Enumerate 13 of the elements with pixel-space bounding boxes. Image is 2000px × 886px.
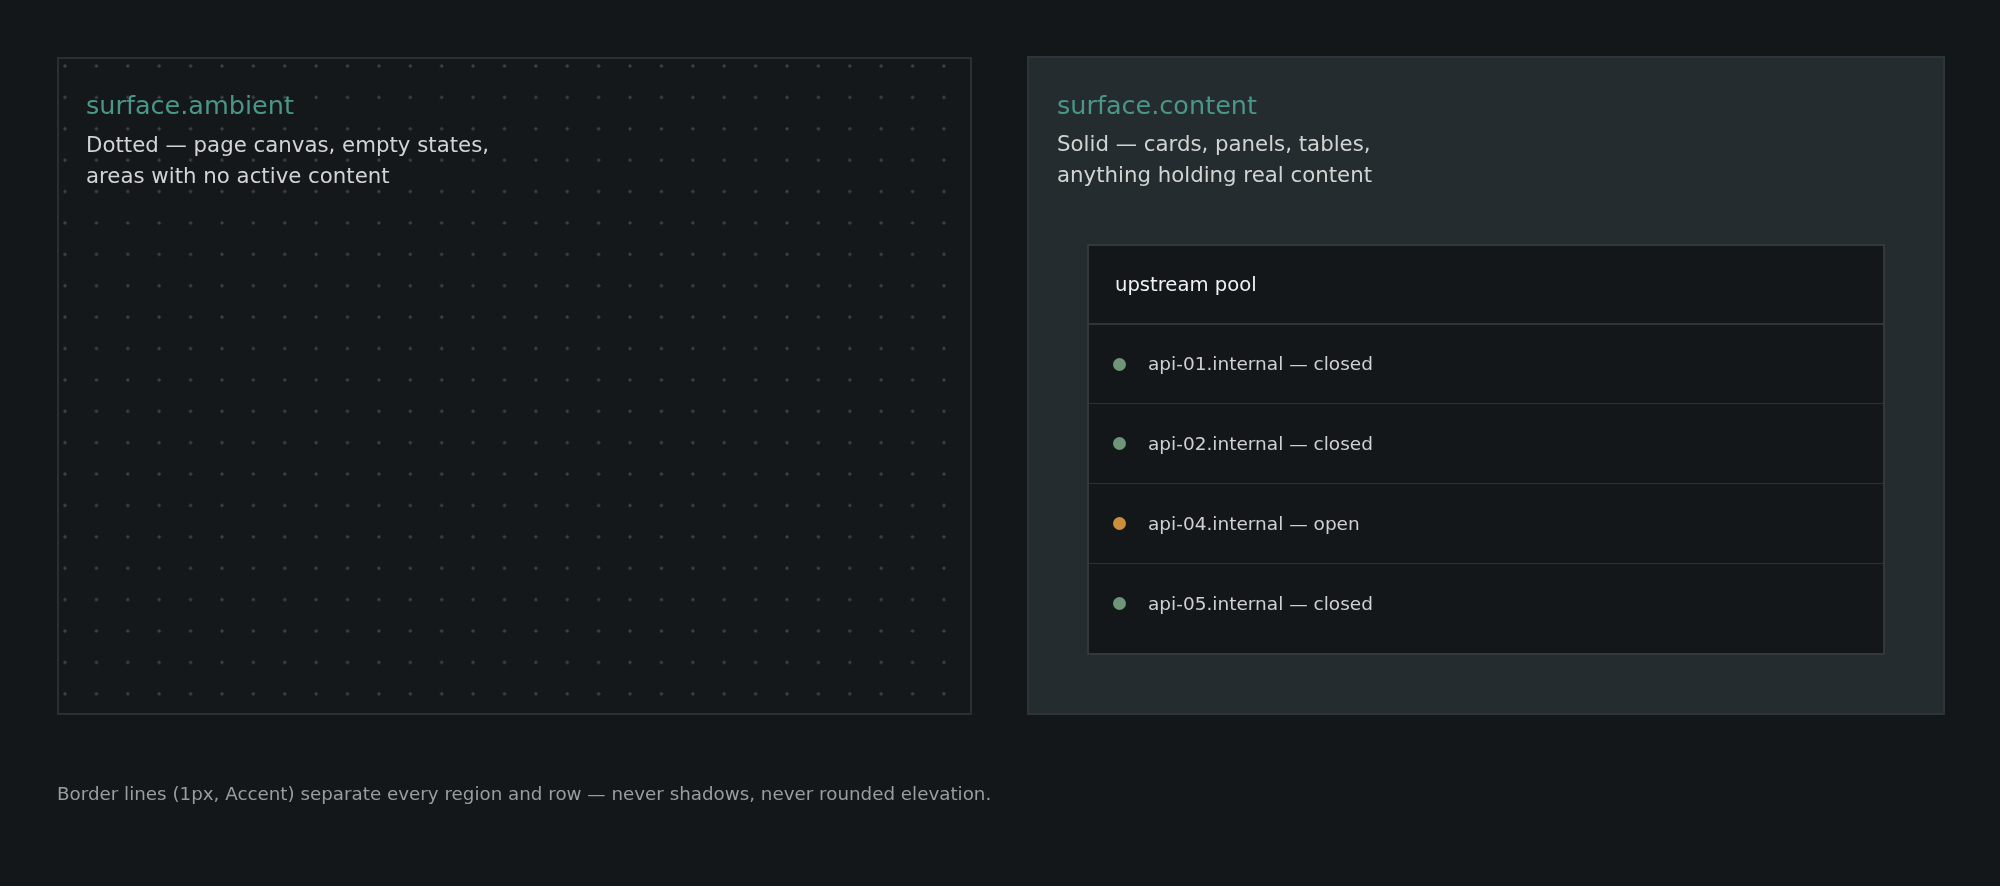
row-label: api-04.internal — open (1148, 511, 1360, 536)
list-card (1087, 244, 1885, 655)
row-label: api-02.internal — closed (1148, 431, 1373, 456)
caption: Border lines (1px, Accent) separate every region and row — never shadows, never rounded elevation. (57, 782, 992, 806)
solid-panel (1027, 56, 1945, 715)
row-label: api-05.internal — closed (1148, 591, 1373, 616)
panel-title: surface.ambient (86, 90, 294, 120)
dotted-panel (57, 57, 972, 715)
panel-title: surface.content (1057, 90, 1257, 120)
panel-description: Solid — cards, panels, tables, anything holding real content (1057, 130, 1374, 189)
card-title: upstream pool (1115, 273, 1257, 297)
row-label: api-01.internal — closed (1148, 352, 1373, 376)
panel-description: Dotted — page canvas, empty states, areas with no active content (86, 131, 490, 190)
